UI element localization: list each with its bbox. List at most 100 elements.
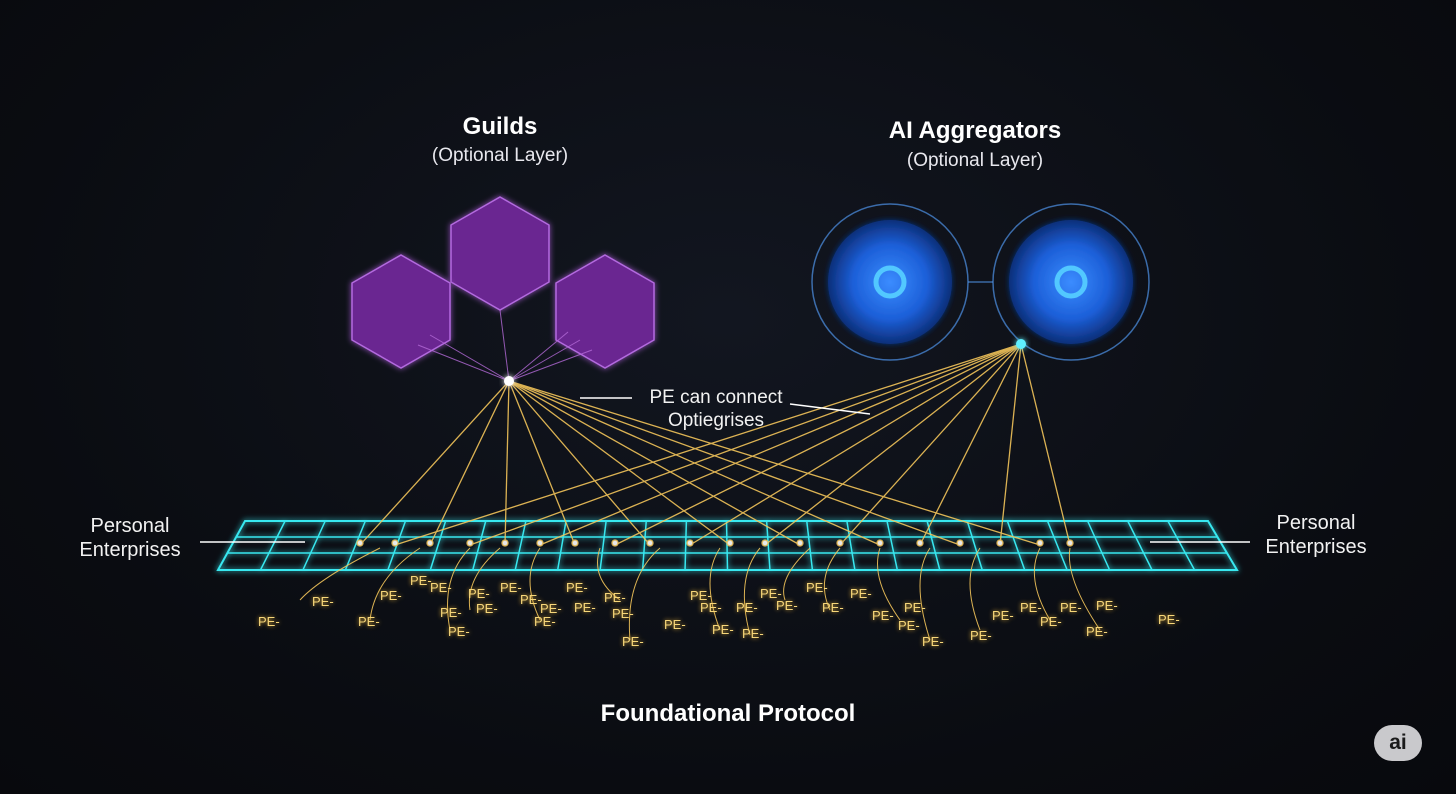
grid-column-line — [1167, 520, 1196, 571]
pe-node-label: PE- — [742, 626, 764, 641]
pe-node-label: PE- — [1060, 600, 1082, 615]
pe-node-label: PE- — [850, 586, 872, 601]
grid-node — [1066, 539, 1074, 547]
grid-column-line — [556, 520, 567, 571]
grid-node — [916, 539, 924, 547]
pe-node-label: PE- — [1040, 614, 1062, 629]
annotation-line1: PE can connect — [649, 387, 783, 408]
aggregator-connection-line — [689, 343, 1022, 546]
pe-node-label: PE- — [566, 580, 588, 595]
pe-node-label: PE- — [380, 588, 402, 603]
pointer-lines — [200, 397, 1250, 543]
pe-node-label: PE- — [358, 614, 380, 629]
guild-hub-node — [504, 376, 514, 386]
grid-node — [956, 539, 964, 547]
grid-node — [426, 539, 434, 547]
grid-column-line — [765, 520, 771, 571]
pe-node-label: PE- — [736, 600, 758, 615]
pe-tendril — [369, 547, 421, 621]
guild-hexagon — [450, 196, 550, 311]
grid-column-line — [1086, 520, 1111, 571]
pe-node-label: PE- — [440, 605, 462, 620]
guild-connection-line — [508, 380, 881, 546]
pe-node-label: PE- — [1096, 598, 1118, 613]
grid-column-line — [344, 520, 367, 571]
pe-tendril — [783, 547, 811, 601]
guild-connection-line — [508, 380, 651, 546]
ai-badge: ai — [1374, 725, 1422, 761]
grid-column-line — [641, 520, 647, 571]
guild-hexagons — [351, 196, 655, 369]
grid-node — [501, 539, 509, 547]
pe-node-label: PE- — [500, 580, 522, 595]
aggregator-hub-node — [1016, 339, 1026, 349]
pe-node-label: PE- — [604, 590, 626, 605]
pe-node-label: PE- — [468, 586, 490, 601]
aggregators-subtitle: (Optional Layer) — [906, 150, 1044, 171]
guild-connection-line — [508, 380, 576, 546]
grid-column-line — [684, 520, 688, 571]
guild-connection-line — [359, 380, 510, 546]
aggregator-connection-line — [999, 343, 1022, 546]
guild-connection-line — [508, 380, 1041, 546]
pe-node-label: PE- — [822, 600, 844, 615]
connection-annotation: PE can connect Optiegrises — [634, 386, 798, 432]
grid-column-line — [725, 520, 729, 571]
right-side-label: Personal Enterprises — [1256, 511, 1376, 559]
pe-tendril — [919, 547, 931, 641]
grid-column-line — [966, 520, 983, 571]
pe-tendril — [743, 547, 761, 636]
aggregator-connection-line — [614, 343, 1022, 546]
pe-node-label: PE- — [448, 624, 470, 639]
pe-node-label: PE- — [664, 617, 686, 632]
grid-node — [996, 539, 1004, 547]
aggregators-title: AI Aggregators — [888, 117, 1062, 144]
grid-node — [466, 539, 474, 547]
pe-node-label: PE- — [992, 608, 1014, 623]
grid-column-line — [259, 520, 286, 571]
pe-node-label: PE- — [922, 634, 944, 649]
grid-node — [391, 539, 399, 547]
guild-hexagon — [555, 254, 655, 369]
grid-column-line — [886, 520, 899, 571]
guild-hub-links — [417, 309, 593, 382]
right-side-label-line2: Enterprises — [1265, 536, 1367, 558]
grid-node — [796, 539, 804, 547]
pe-node-label: PE- — [1158, 612, 1180, 627]
pe-node-label: PE- — [776, 598, 798, 613]
guild-connection-line — [508, 380, 961, 546]
guild-connection-line — [508, 380, 731, 546]
pe-tendril — [468, 547, 501, 611]
pe-node-label: PE- — [898, 618, 920, 633]
pe-tendril — [597, 547, 621, 601]
grid-node — [611, 539, 619, 547]
pe-tendril — [299, 547, 381, 601]
grid-column-line — [1006, 520, 1026, 571]
grid-node — [646, 539, 654, 547]
grid-node — [876, 539, 884, 547]
pe-tendril — [709, 547, 721, 631]
grid-node — [726, 539, 734, 547]
pe-node-label: PE- — [534, 614, 556, 629]
aggregator-discs — [811, 203, 1150, 361]
grid-node — [536, 539, 544, 547]
grid-column-line — [806, 520, 814, 571]
grid-column-line — [472, 520, 487, 571]
pe-node-label: PE- — [476, 601, 498, 616]
pe-node-label: PE- — [872, 608, 894, 623]
pe-node-label: PE- — [574, 600, 596, 615]
grid-node — [571, 539, 579, 547]
left-side-label-line1: Personal — [90, 515, 170, 537]
aggregator-core — [1054, 265, 1088, 299]
pe-node-label: PE- — [410, 573, 432, 588]
aggregator-core — [873, 265, 907, 299]
aggregator-connection-line — [394, 343, 1022, 546]
guilds-title: Guilds — [462, 113, 538, 140]
guild-connection-line — [429, 380, 510, 546]
left-side-label: Personal Enterprises — [70, 514, 190, 562]
pe-node-label: PE- — [612, 606, 634, 621]
pe-node-label: PE- — [700, 600, 722, 615]
pe-tendril — [529, 547, 541, 621]
pe-tendril — [969, 547, 981, 631]
aggregator-disc — [828, 220, 952, 344]
